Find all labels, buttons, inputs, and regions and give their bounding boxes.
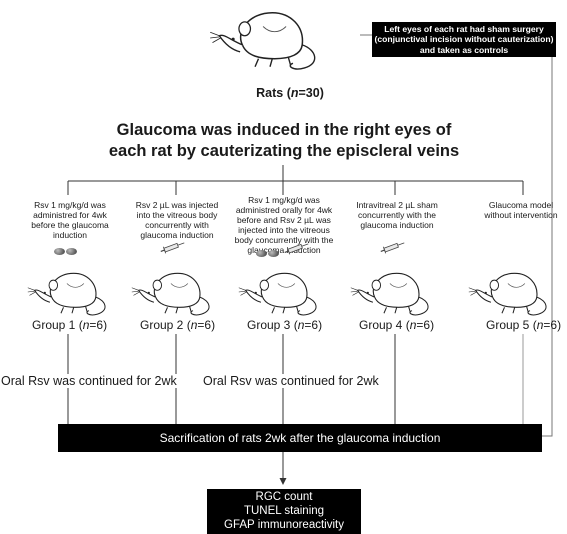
outcomes-box: RGC count TUNEL staining GFAP immunoreac… <box>207 489 361 534</box>
rat-illustration-group-4 <box>350 272 429 316</box>
group-5-label: Group 5 (n=6) <box>486 318 562 332</box>
outcome-item: RGC count <box>255 491 313 503</box>
pill-icon <box>256 244 280 262</box>
group-4-label: Group 4 (n=6) <box>359 318 435 332</box>
treatment-group-5: Glaucoma model without intervention <box>484 200 558 221</box>
rats-label: Rats (n=30) <box>256 86 324 100</box>
syringe-icon <box>380 240 406 259</box>
induction-heading: Glaucoma was induced in the right eyes o… <box>108 121 460 161</box>
rat-illustration-group-3 <box>238 272 317 316</box>
outcome-item: TUNEL staining <box>243 504 325 517</box>
treatment-group-2: Rsv 2 µL was injected into the vitreous … <box>135 200 219 241</box>
pill-icon <box>54 242 78 260</box>
syringe-icon <box>284 241 310 260</box>
oral-note-group-3: Oral Rsv was continued for 2wk <box>202 374 380 388</box>
treatment-group-4: Intravitreal 2 µL sham concurrently with… <box>356 200 438 231</box>
rat-illustration-group-5 <box>468 272 547 316</box>
treatment-group-1: Rsv 1 mg/kg/d was administred for 4wk be… <box>31 200 109 241</box>
syringe-icon <box>160 240 186 259</box>
group-3-label: Group 3 (n=6) <box>247 318 323 332</box>
sham-control-box: Left eyes of each rat had sham surgery (… <box>372 22 556 57</box>
treatment-group-3: Rsv 1 mg/kg/d was administred orally for… <box>234 195 334 256</box>
rat-illustration-group-1 <box>27 272 106 316</box>
rat-illustration-top <box>209 11 316 70</box>
group-1-label: Group 1 (n=6) <box>32 318 108 332</box>
sacrifice-bar: Sacrification of rats 2wk after the glau… <box>58 424 542 452</box>
outcome-item: GFAP immunoreactivity <box>224 518 344 531</box>
rat-illustration-group-2 <box>131 272 210 316</box>
oral-note-group-1: Oral Rsv was continued for 2wk <box>0 374 178 388</box>
group-2-label: Group 2 (n=6) <box>140 318 216 332</box>
sham-control-path <box>542 45 553 437</box>
